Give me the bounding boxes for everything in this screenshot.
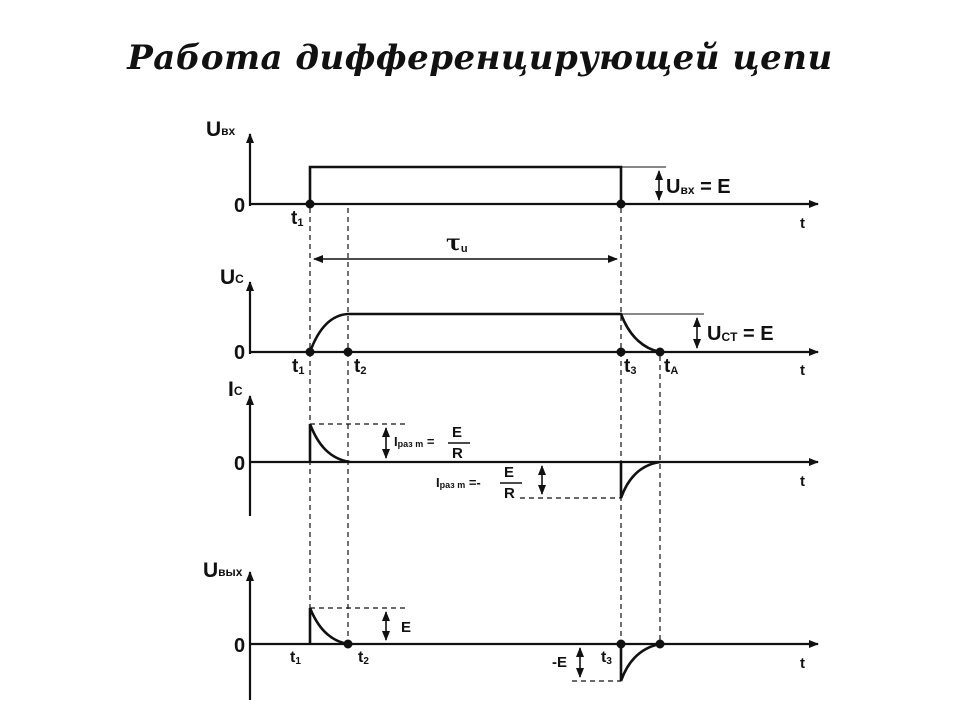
uvx-axis-label: Uвх bbox=[206, 118, 236, 141]
uvx-t3-dot bbox=[616, 199, 626, 209]
current-charge-spike bbox=[308, 423, 351, 464]
uvx-t1-dot bbox=[305, 199, 315, 209]
uc-zero-label: 0 bbox=[234, 342, 245, 364]
uout-zero-label: 0 bbox=[234, 635, 245, 657]
uout-axis-label: Uвых bbox=[203, 559, 243, 582]
ic-charge-numerator: E bbox=[452, 424, 462, 441]
uout-time-label: t bbox=[800, 655, 805, 672]
ic-discharge-numerator: E bbox=[504, 464, 514, 481]
ic-time-label: t bbox=[800, 473, 805, 490]
ic-axis-label: IC bbox=[228, 378, 243, 401]
ic-charge-label: Iраз m = bbox=[394, 434, 435, 449]
uout-t2-label: t2 bbox=[358, 649, 369, 667]
uc-t4-dot bbox=[655, 347, 665, 357]
uvx-time-label: t bbox=[800, 215, 805, 232]
uc-t1-label: t1 bbox=[292, 356, 304, 377]
page-title: Работа дифференцирующей цепи bbox=[127, 38, 833, 78]
uvx-t1-label: t1 bbox=[291, 208, 303, 229]
output-negative-spike bbox=[619, 642, 661, 682]
uout-t3-label: t3 bbox=[601, 649, 612, 667]
capacitor-voltage-panel: UC 0 t t1 t2 t3 tA UCT = E bbox=[220, 266, 819, 379]
capacitor-current-panel: IC 0 t Iраз m = E R Iраз m =- E R bbox=[228, 378, 819, 516]
current-discharge-spike bbox=[619, 460, 661, 499]
ic-discharge-denominator: R bbox=[504, 485, 515, 502]
input-pulse-waveform bbox=[308, 165, 623, 204]
uout-t4-dot bbox=[655, 639, 665, 649]
uc-t4-label: tA bbox=[664, 356, 678, 377]
uc-axis-label: UC bbox=[220, 266, 244, 289]
ic-discharge-label: Iраз m =- bbox=[436, 475, 481, 490]
uout-t1-label: t1 bbox=[290, 649, 301, 667]
uc-t2-label: t2 bbox=[354, 356, 366, 377]
uvx-amplitude-label: Uвх = E bbox=[666, 176, 731, 198]
uout-positive-label: E bbox=[401, 619, 411, 636]
uc-time-label: t bbox=[800, 362, 805, 379]
uc-steady-label: UCT = E bbox=[707, 323, 774, 345]
output-voltage-panel: Uвых 0 t t1 t2 t3 E -E bbox=[203, 559, 819, 700]
time-guides bbox=[309, 208, 661, 644]
capacitor-charge-curve bbox=[308, 312, 661, 354]
uvx-zero-label: 0 bbox=[234, 195, 245, 217]
uc-t3-label: t3 bbox=[624, 356, 636, 377]
pulse-width-label: τu bbox=[446, 230, 468, 256]
ic-charge-denominator: R bbox=[452, 445, 463, 462]
ic-zero-label: 0 bbox=[234, 453, 245, 475]
uout-negative-label: -E bbox=[552, 654, 567, 671]
input-voltage-panel: Uвх 0 t t1 Uвх = E τu bbox=[206, 118, 819, 263]
output-positive-spike bbox=[308, 607, 349, 646]
